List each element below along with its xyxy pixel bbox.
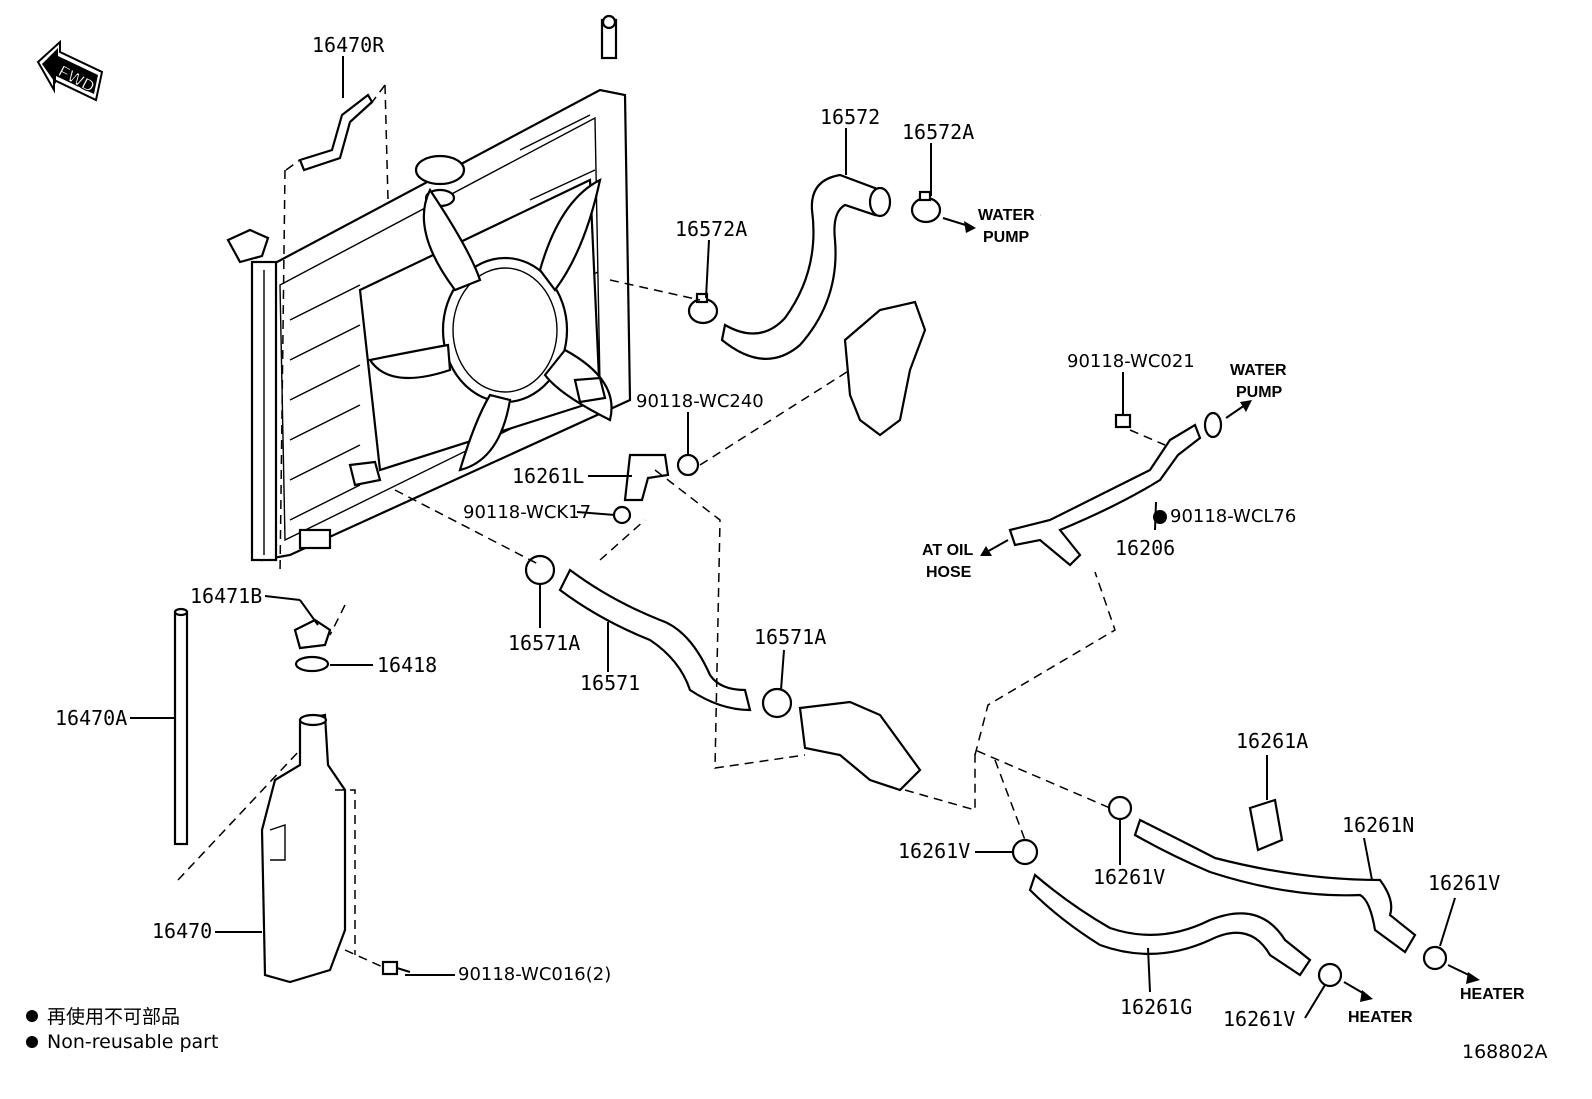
clamp-16571A-right bbox=[761, 687, 793, 719]
direction-arrows bbox=[942, 217, 1480, 1002]
clamp-16261V-mid bbox=[1107, 795, 1133, 821]
clamp-16572A-mid bbox=[687, 292, 719, 325]
thermostat-housing bbox=[798, 700, 922, 792]
label-16470: 16470 bbox=[152, 919, 212, 943]
label-16261V-mid: 16261V bbox=[1093, 865, 1165, 889]
dest-water-pump-2-line2: PUMP bbox=[1236, 384, 1283, 401]
assembly-dashed-lines bbox=[177, 84, 1166, 969]
label-16571A-left: 16571A bbox=[508, 631, 580, 655]
hose-16470R bbox=[298, 93, 374, 172]
cap-16471B bbox=[293, 618, 332, 650]
clamp-90118-WC240 bbox=[676, 453, 700, 477]
hose-16572 bbox=[720, 173, 882, 360]
clamp-16572A-top bbox=[910, 190, 942, 224]
hose-16261G bbox=[1028, 873, 1312, 977]
bolt-90118-WC021 bbox=[1114, 413, 1132, 429]
radiator-fan-assembly bbox=[226, 14, 632, 562]
dest-at-oil-line2: HOSE bbox=[926, 564, 972, 581]
legend-line-2: Non-reusable part bbox=[47, 1031, 218, 1053]
dest-heater-2: HEATER bbox=[1348, 1009, 1413, 1026]
label-16572A-mid: 16572A bbox=[675, 217, 747, 241]
pipe-16206 bbox=[1008, 423, 1202, 567]
clamp-90118-WCK17 bbox=[612, 505, 632, 525]
hose-16571 bbox=[558, 568, 752, 712]
label-16418: 16418 bbox=[377, 653, 437, 677]
label-16471B: 16471B bbox=[190, 584, 262, 608]
label-16261A: 16261A bbox=[1236, 729, 1308, 753]
clamp-16261V-bottom bbox=[1317, 962, 1343, 988]
dest-heater-1: HEATER bbox=[1460, 986, 1525, 1003]
non-reusable-marker bbox=[1153, 510, 1167, 524]
label-16206: 16206 bbox=[1115, 536, 1175, 560]
label-16261L: 16261L bbox=[512, 464, 584, 488]
water-outlet-housing bbox=[843, 300, 927, 437]
label-16261V-right: 16261V bbox=[1428, 871, 1500, 895]
diagram-code: 168802A bbox=[1462, 1041, 1548, 1063]
legend: 再使用不可部品 Non-reusable part bbox=[26, 1006, 218, 1053]
legend-line-1: 再使用不可部品 bbox=[47, 1006, 180, 1028]
legend-bullet-2 bbox=[26, 1036, 38, 1048]
clamp-16261V-left bbox=[1011, 838, 1039, 866]
gasket-16418 bbox=[294, 655, 330, 673]
label-90118-WC021: 90118-WC021 bbox=[1067, 351, 1195, 372]
hose-16261N bbox=[1133, 818, 1417, 954]
label-16261N: 16261N bbox=[1342, 813, 1414, 837]
clamp-16261A bbox=[1248, 798, 1284, 852]
label-16572: 16572 bbox=[820, 105, 880, 129]
leader-lines bbox=[130, 56, 1456, 1019]
label-16261G: 16261G bbox=[1120, 995, 1192, 1019]
pipe-16470A bbox=[173, 610, 189, 846]
label-16571A-right: 16571A bbox=[754, 625, 826, 649]
label-16261V-left: 16261V bbox=[898, 839, 970, 863]
label-90118-WCL76: 90118-WCL76 bbox=[1170, 506, 1296, 527]
label-16261V-bottom: 16261V bbox=[1223, 1007, 1295, 1031]
label-16470A: 16470A bbox=[55, 706, 127, 730]
label-90118-WC240: 90118-WC240 bbox=[636, 391, 764, 412]
dest-water-pump-2-line1: WATER bbox=[1230, 362, 1287, 379]
label-16571: 16571 bbox=[580, 671, 640, 695]
dest-at-oil-line1: AT OIL bbox=[922, 542, 973, 559]
label-16572A-top: 16572A bbox=[902, 120, 974, 144]
label-16470R: 16470R bbox=[312, 33, 385, 57]
clamp-16261V-right bbox=[1422, 945, 1448, 971]
label-90118-WCK17: 90118-WCK17 bbox=[463, 502, 591, 523]
bolt-90118-WC016 bbox=[381, 960, 411, 976]
hose-16261L bbox=[623, 453, 670, 502]
dest-water-pump-1-line2: PUMP bbox=[983, 229, 1030, 246]
o-ring bbox=[1203, 411, 1223, 439]
label-90118-WC016: 90118-WC016(2) bbox=[458, 964, 611, 985]
reservoir-tank-16470 bbox=[260, 713, 347, 984]
legend-bullet-1 bbox=[26, 1010, 38, 1022]
dest-water-pump-1-line1: WATER bbox=[978, 207, 1035, 224]
fwd-arrow-icon: FWD bbox=[36, 39, 104, 102]
